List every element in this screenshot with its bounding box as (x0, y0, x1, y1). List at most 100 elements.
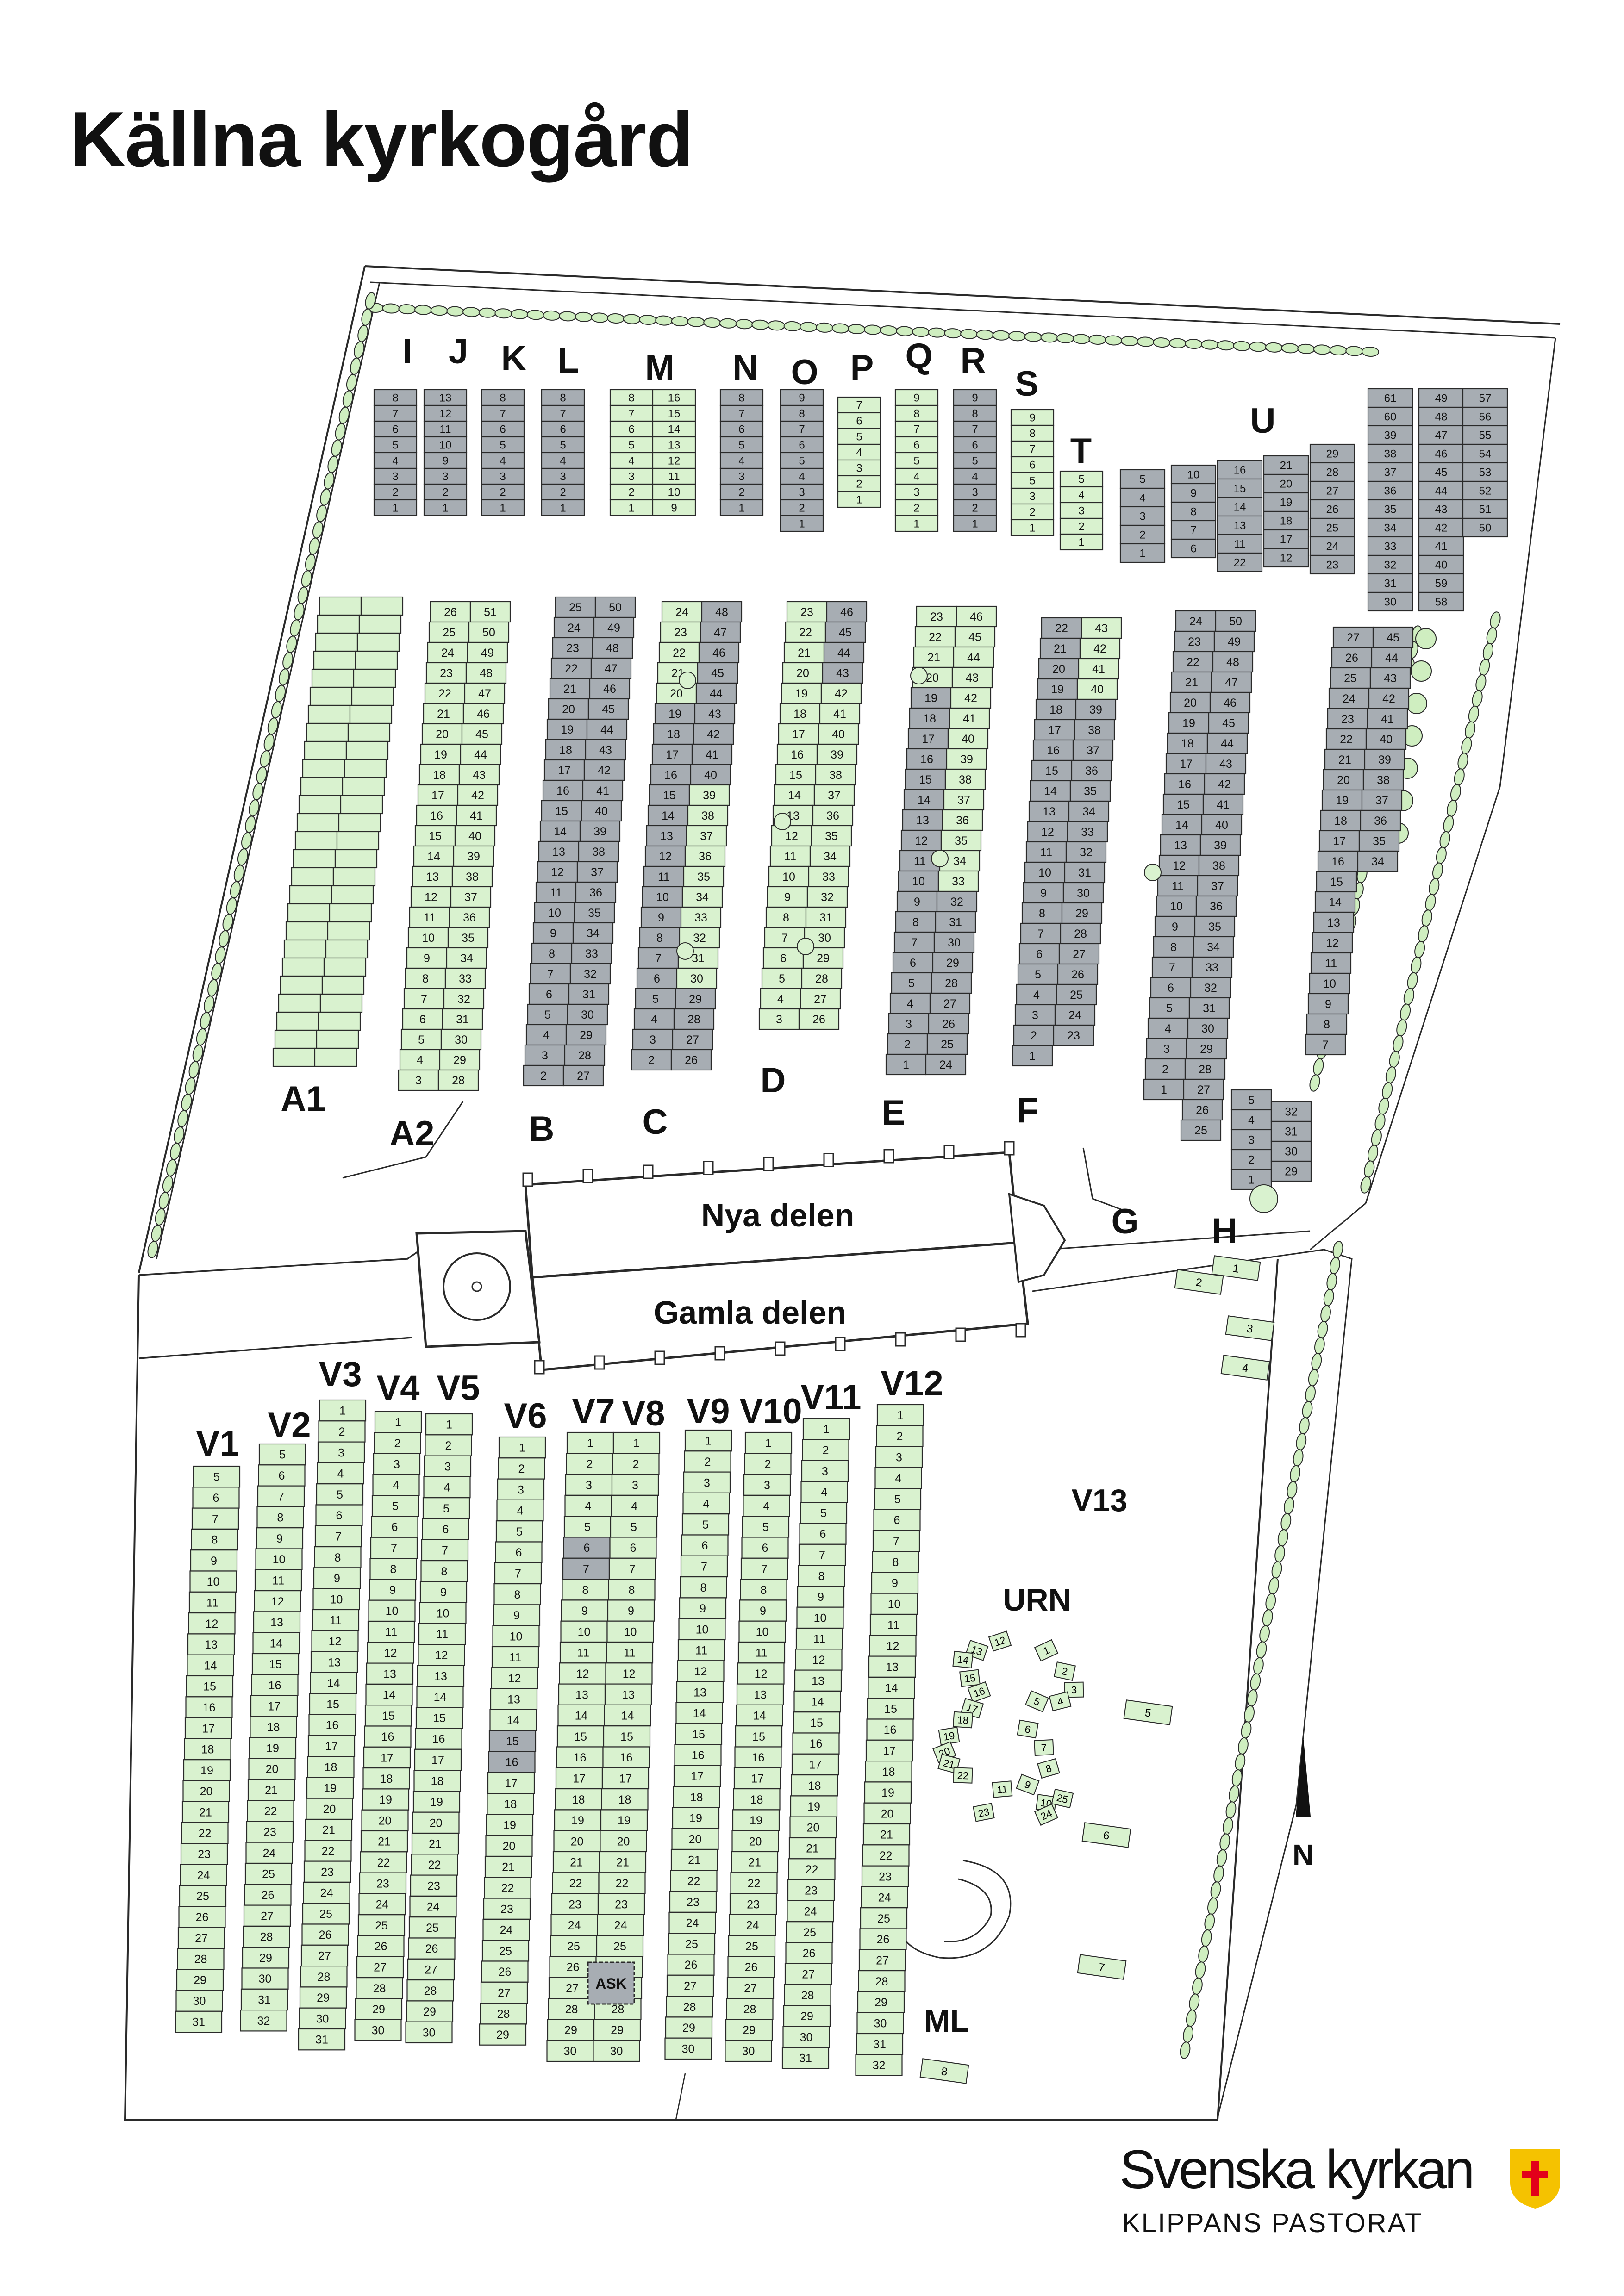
plot-outline (423, 467, 468, 485)
grave-plot: 31 (1064, 861, 1106, 884)
plot-outline (281, 957, 325, 977)
grave-plot: 6 (373, 420, 418, 438)
plot-outline (1306, 1013, 1348, 1035)
plot-outline (1071, 759, 1112, 782)
plot-number: 30 (1384, 596, 1397, 609)
grave-plot: 23 (916, 605, 957, 628)
plot-number: 46 (970, 610, 983, 623)
plot-outline (331, 885, 374, 905)
plot-number: 38 (829, 769, 842, 782)
v13-plot: 4 (1220, 1355, 1270, 1381)
plot-number: 14 (327, 1677, 340, 1690)
plot-number: 7 (1041, 1742, 1047, 1754)
grave-plot: 19 (654, 703, 696, 725)
grave-plot: 4 (1016, 983, 1057, 1006)
grave-plot: 24 (1328, 687, 1370, 709)
grave-plot: 5 (635, 988, 676, 1010)
plot-number: 13 (886, 1661, 899, 1674)
grave-plot: 27 (666, 1974, 714, 1997)
grave-plot: 6 (371, 1516, 418, 1538)
grave-plot: 17 (417, 784, 459, 806)
grave-plot: 14 (604, 1704, 651, 1727)
plot-number: 6 (516, 1546, 522, 1559)
plot-outline (1372, 626, 1414, 648)
plot-number: 1 (446, 1419, 452, 1431)
plot-number: 30 (800, 2031, 813, 2044)
grave-plot: 6 (481, 420, 525, 438)
plot-outline (344, 759, 387, 778)
plot-number: 7 (335, 1530, 342, 1543)
grave-plot: 21 (913, 646, 955, 668)
plot-number: 17 (619, 1772, 632, 1785)
grave-plot: 16 (1032, 739, 1074, 761)
grave-plot: 33 (571, 942, 612, 964)
grave-plot: 17 (733, 1767, 781, 1790)
grave-plot: 5 (1119, 469, 1166, 489)
plot-number: 19 (668, 708, 681, 721)
grave-plot: 25 (596, 1935, 644, 1957)
grave-plot: 25 (1309, 517, 1355, 538)
plot-outline (701, 601, 743, 623)
grave-plot: 13 (1217, 515, 1263, 535)
grave-plot: 33 (808, 865, 849, 888)
grave-plot: 44 (695, 682, 737, 704)
plot-number: 27 (1073, 948, 1086, 961)
plot-outline (609, 499, 654, 516)
hedge-shrub (703, 317, 721, 328)
plot-number: 20 (436, 728, 449, 741)
plot-number: 9 (424, 952, 430, 965)
plot-number: 19 (1051, 683, 1064, 696)
plot-number: 16 (326, 1719, 339, 1732)
plot-number: 28 (565, 2003, 578, 2016)
plot-number: 24 (746, 1919, 759, 1932)
plot-number: 12 (659, 850, 672, 863)
plot-number: 7 (761, 1562, 768, 1575)
grave-plot: 5 (481, 436, 525, 454)
grave-plot: 33 (444, 967, 486, 989)
grave-plot: 27 (177, 1927, 225, 1949)
grave-plot: 36 (812, 804, 854, 827)
plot-number: 31 (819, 911, 832, 924)
grave-plot: 7 (314, 1525, 362, 1548)
grave-plot: 13 (676, 1681, 724, 1704)
plot-number: 5 (337, 1488, 343, 1501)
grave-plot: 34 (1068, 800, 1110, 822)
grave-plot: 45 (954, 626, 996, 648)
plot-outline (1017, 963, 1059, 985)
plot-number: 5 (799, 455, 805, 467)
plot-number: 18 (923, 712, 936, 725)
plot-number: 15 (1177, 798, 1190, 811)
plot-outline (801, 967, 843, 989)
plot-number: 11 (1172, 880, 1184, 893)
grave-plot: 14 (647, 804, 689, 827)
grave-plot: 8 (872, 1551, 919, 1573)
grave-plot: 1 (1012, 1045, 1053, 1067)
grave-plot: 49 (593, 616, 635, 639)
brand-name: Svenska kyrkan (1119, 2139, 1475, 2200)
grave-plot: 28 (1184, 1058, 1226, 1080)
grave-plot: 17 (543, 759, 585, 781)
plot-number: 2 (1031, 1029, 1037, 1042)
plot-outline (1079, 637, 1121, 660)
section-label-e: E (882, 1093, 906, 1132)
grave-plot: 29 (1186, 1038, 1227, 1060)
grave-plot: 13 (423, 389, 468, 406)
plot-number: 20 (571, 1835, 584, 1848)
grave-plot: 4 (874, 1467, 922, 1489)
hedge-shrub (350, 357, 361, 375)
grave-plot: 3 (611, 1474, 659, 1496)
plot-outline (953, 499, 997, 516)
grave-plot: 16 (602, 1746, 650, 1768)
grave-plot: 4 (496, 1499, 544, 1522)
plot-number: 25 (443, 626, 456, 639)
plot-number: 18 (882, 1766, 895, 1779)
hedge-shrub (1314, 1337, 1325, 1355)
grave-plot: 2 (953, 499, 997, 516)
grave-plot: 8 (780, 404, 824, 422)
plot-number: 41 (1381, 713, 1394, 726)
church-south-label: Gamla delen (654, 1294, 846, 1331)
grave-plot: 2 (541, 483, 585, 501)
hedge-shrub (1360, 1176, 1371, 1194)
plot-number: 4 (651, 1013, 657, 1026)
plot-outline (307, 704, 351, 724)
